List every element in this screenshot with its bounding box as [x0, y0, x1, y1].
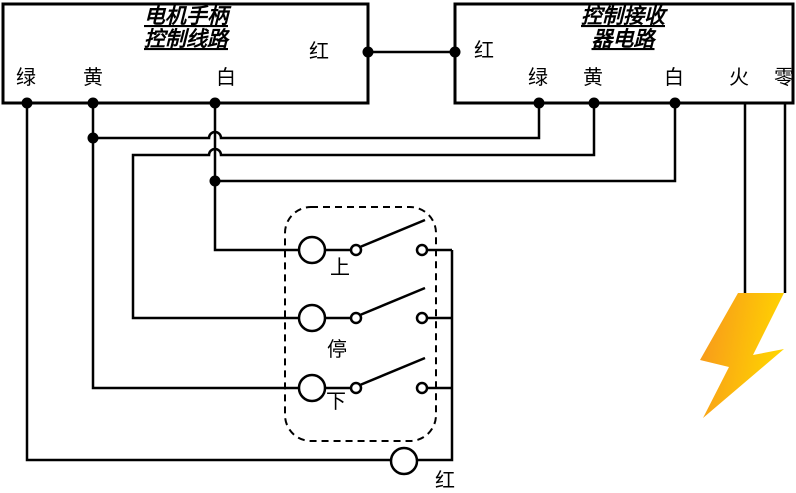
lightning-bolt-icon: [700, 293, 784, 418]
junction-dot: [209, 97, 221, 109]
left-box-title-line2: 控制线路: [144, 27, 231, 51]
motor-handle-box-texts: 电机手柄 控制线路 绿 黄 白 红: [16, 4, 329, 89]
switch-down-contact-right: [415, 381, 429, 395]
switch-up-label: 上: [330, 255, 350, 279]
left-terminal-white: 白: [216, 65, 236, 89]
right-terminal-green: 绿: [528, 65, 548, 89]
receiver-box: [453, 2, 795, 105]
junction-dot: [669, 97, 681, 109]
right-terminal-white: 白: [664, 65, 684, 89]
left-terminal-green: 绿: [16, 65, 36, 89]
switch-up-contact-left: [349, 243, 363, 257]
junction-dot: [21, 97, 33, 109]
right-terminal-yellow: 黄: [583, 65, 603, 89]
red-indicator: [389, 446, 419, 476]
switch-up-contact-right: [415, 243, 429, 257]
junction-dot: [87, 132, 99, 144]
wire-bus-rightyellow-to-stop-switch: [131, 103, 596, 320]
junction-dot: [588, 97, 600, 109]
switch-down-label: 下: [326, 389, 346, 413]
switch-stop-contact-left: [349, 311, 363, 325]
junction-dot: [209, 175, 221, 187]
switch-stop-blade: [359, 286, 426, 317]
switch-group-outline: [284, 206, 437, 442]
right-terminal-red: 红: [474, 38, 494, 62]
left-terminal-red: 红: [309, 39, 329, 63]
switch-stop: 停: [297, 286, 452, 361]
right-box-title-line2: 器电路: [592, 27, 658, 51]
right-terminal-live: 火: [729, 65, 749, 89]
wire-white-to-up-switch: [213, 103, 299, 252]
wire-green-common: [25, 103, 454, 462]
junction-dot: [87, 97, 99, 109]
wire-yellow-to-down-switch: [91, 103, 299, 390]
left-box-title-line1: 电机手柄: [144, 4, 232, 28]
junction-dot: [449, 46, 461, 58]
wire-bus-white-to-white: [215, 103, 677, 183]
wires: [25, 50, 787, 462]
switch-down-coil: [297, 373, 327, 403]
switch-up-coil: [297, 235, 327, 265]
junction-dots: [21, 46, 681, 187]
right-box-title-line1: 控制接收: [581, 4, 668, 28]
motor-handle-box: [1, 2, 370, 105]
switch-stop-coil: [297, 303, 327, 333]
switch-up-blade: [359, 218, 426, 249]
right-terminal-neutral: 零: [774, 65, 794, 89]
left-terminal-yellow: 黄: [83, 65, 103, 89]
switch-down-contact-left: [349, 381, 363, 395]
switch-stop-label: 停: [327, 337, 347, 361]
wire-bus-yellow-to-green: [93, 103, 541, 140]
red-indicator-label: 红: [435, 468, 455, 492]
junction-dot: [362, 46, 374, 58]
junction-dot: [533, 97, 545, 109]
receiver-box-texts: 控制接收 器电路 红 绿 黄 白 火 零: [474, 4, 794, 89]
switch-down: 下: [297, 356, 452, 413]
switch-up: 上: [297, 218, 452, 279]
switch-stop-contact-right: [415, 311, 429, 325]
switch-down-blade: [359, 356, 426, 387]
